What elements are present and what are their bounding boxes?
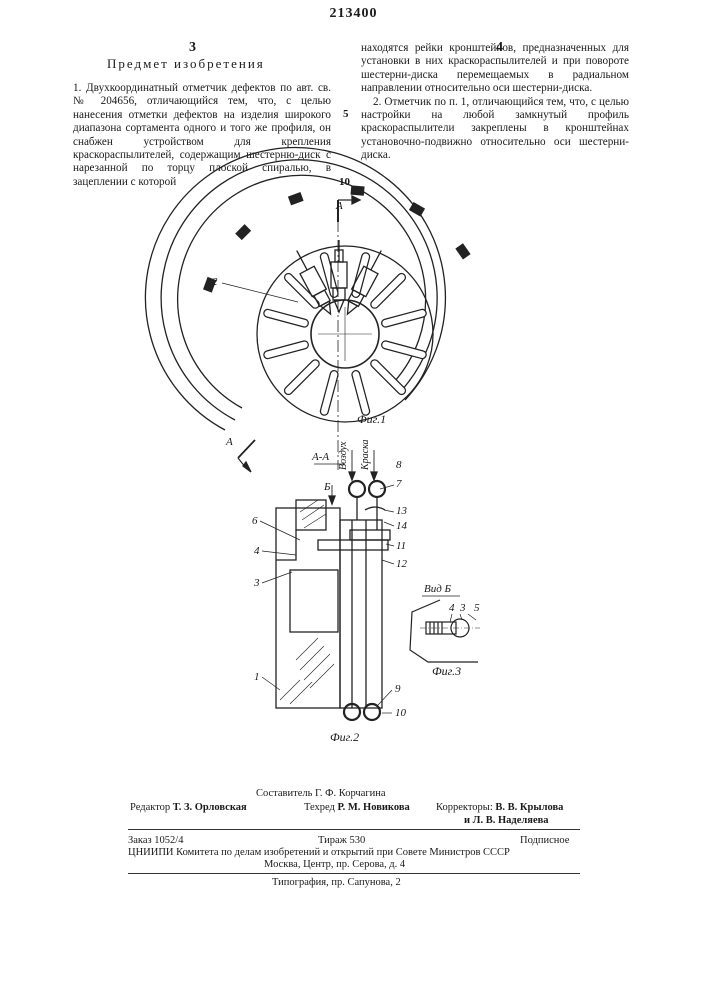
footer-corrector-2: и Л. В. Наделяева	[464, 814, 549, 827]
callout-fig3-3: 3	[460, 602, 466, 614]
footer-correctors: Корректоры: В. В. Крылова	[436, 801, 563, 814]
footer-editor-label: Редактор	[130, 802, 170, 813]
footer-compiler: Составитель Г. Ф. Корчагина	[256, 787, 386, 800]
callout-fig3-5: 5	[474, 602, 480, 614]
footer-editor: Редактор Т. З. Орловская	[130, 801, 247, 814]
footer-editor-name: Т. З. Орловская	[173, 802, 247, 813]
footer-rule	[128, 829, 580, 830]
footer-org-line2: Москва, Центр, пр. Серова, д. 4	[264, 858, 405, 871]
footer-correctors-label: Корректоры:	[436, 802, 493, 813]
footer-printer: Типография, пр. Сапунова, 2	[272, 876, 401, 889]
footer-rule-2	[128, 873, 580, 874]
view-b-title: Вид Б	[424, 583, 451, 595]
footer-subscription: Подписное	[520, 834, 569, 847]
footer-techred: Техред Р. М. Новикова	[304, 801, 410, 814]
footer-techred-label: Техред	[304, 802, 335, 813]
footer-techred-name: Р. М. Новикова	[338, 802, 410, 813]
callout-fig3-4: 4	[449, 602, 455, 614]
footer-corrector-1: В. В. Крылова	[495, 802, 563, 813]
figure-3-label: Фиг.3	[432, 664, 461, 679]
